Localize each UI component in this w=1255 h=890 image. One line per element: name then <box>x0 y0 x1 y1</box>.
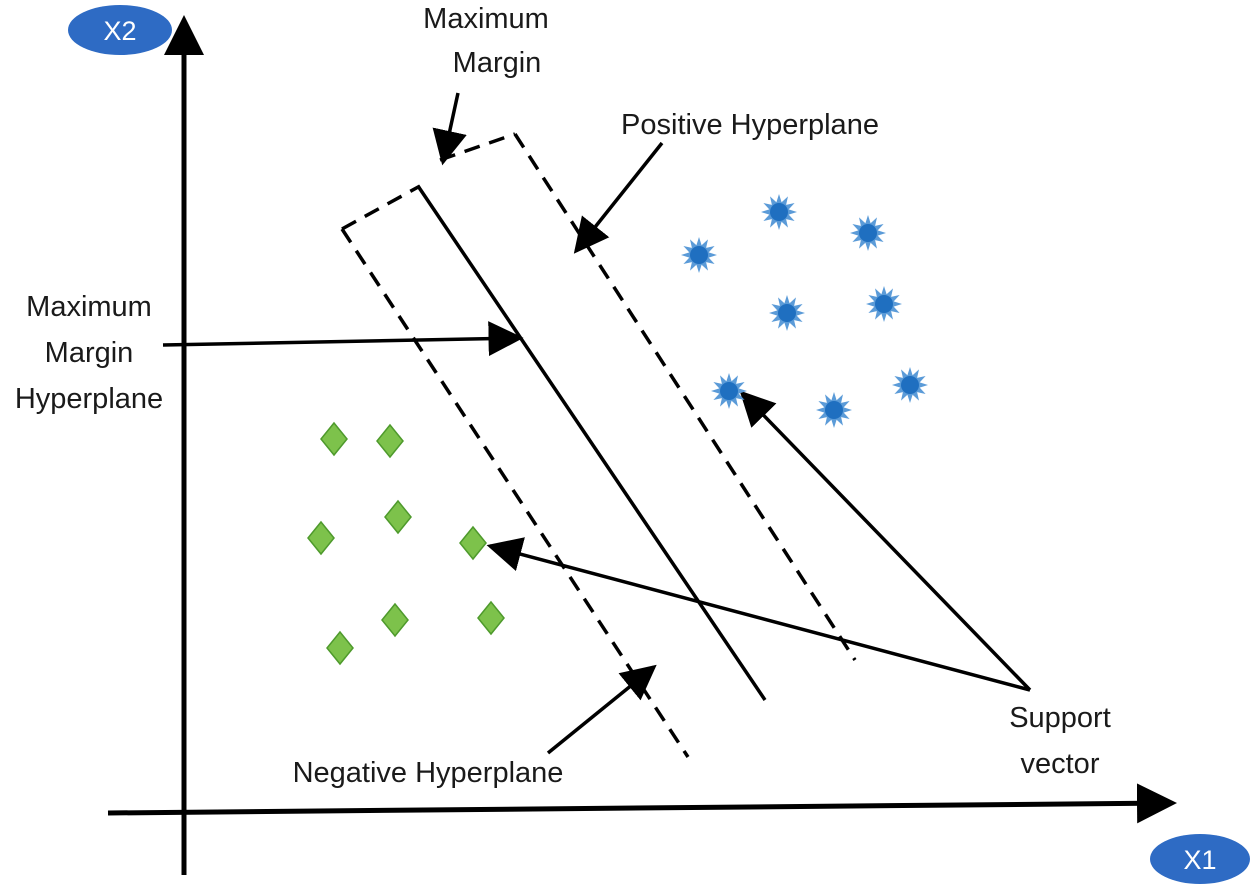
diamond-icon <box>320 421 348 457</box>
mmh-arrow <box>162 321 524 357</box>
diamond-icon <box>376 423 404 459</box>
star-burst-icon <box>892 367 928 403</box>
positive-hyperplane-line <box>513 133 857 661</box>
star-burst-core <box>901 376 919 394</box>
star-burst-icon <box>850 215 886 251</box>
star-burst-core <box>778 304 796 322</box>
x-axis-badge: X1 <box>1150 834 1250 884</box>
star-burst-core <box>690 246 708 264</box>
star-burst-icon <box>761 194 797 230</box>
max-margin-hyperplane-line <box>416 185 767 701</box>
diamond-icon <box>326 630 354 666</box>
x-axis-badge-shape <box>1150 834 1250 884</box>
support-vector-label-line2: vector <box>1021 748 1100 780</box>
max-margin-arrow <box>432 92 467 166</box>
mmh-label-line2: Margin <box>45 337 134 369</box>
star-burst-icon <box>866 286 902 322</box>
star-burst-icon <box>816 392 852 428</box>
star-burst-icon <box>711 373 747 409</box>
y-axis-badge-shape <box>68 5 172 55</box>
star-burst-icon <box>769 295 805 331</box>
negative-hyperplane-arrow <box>546 664 657 755</box>
negative-hyperplane-line <box>340 228 690 758</box>
margin-band-right-cap <box>439 132 516 162</box>
mmh-label-line3: Hyperplane <box>15 383 163 415</box>
positive-hyperplane-arrow <box>573 141 664 254</box>
negative-hyperplane-label: Negative Hyperplane <box>293 757 564 789</box>
negative-class-points <box>307 421 505 666</box>
star-burst-icon <box>681 237 717 273</box>
y-axis-badge: X2 <box>68 5 172 55</box>
star-burst-core <box>859 224 877 242</box>
positive-class-points <box>681 194 928 428</box>
x-axis-label: X1 <box>1183 845 1216 875</box>
star-burst-core <box>825 401 843 419</box>
margin-band-top-cap <box>341 184 421 231</box>
y-axis-label: X2 <box>103 16 136 46</box>
diamond-icon <box>459 525 487 561</box>
star-burst-core <box>720 382 738 400</box>
x-axis <box>107 783 1177 824</box>
support-vector-arrow-positive <box>739 390 1032 692</box>
support-vector-arrow-negative <box>486 537 1031 692</box>
max-margin-label-line1: Maximum <box>423 3 549 35</box>
mmh-label-line1: Maximum <box>26 291 152 323</box>
diamond-icon <box>381 602 409 638</box>
positive-hyperplane-label: Positive Hyperplane <box>621 109 879 141</box>
diamond-icon <box>384 499 412 535</box>
star-burst-core <box>770 203 788 221</box>
max-margin-label-line2: Margin <box>453 47 542 79</box>
diamond-icon <box>477 600 505 636</box>
diamond-icon <box>307 520 335 556</box>
support-vector-label-line1: Support <box>1009 702 1111 734</box>
star-burst-core <box>875 295 893 313</box>
